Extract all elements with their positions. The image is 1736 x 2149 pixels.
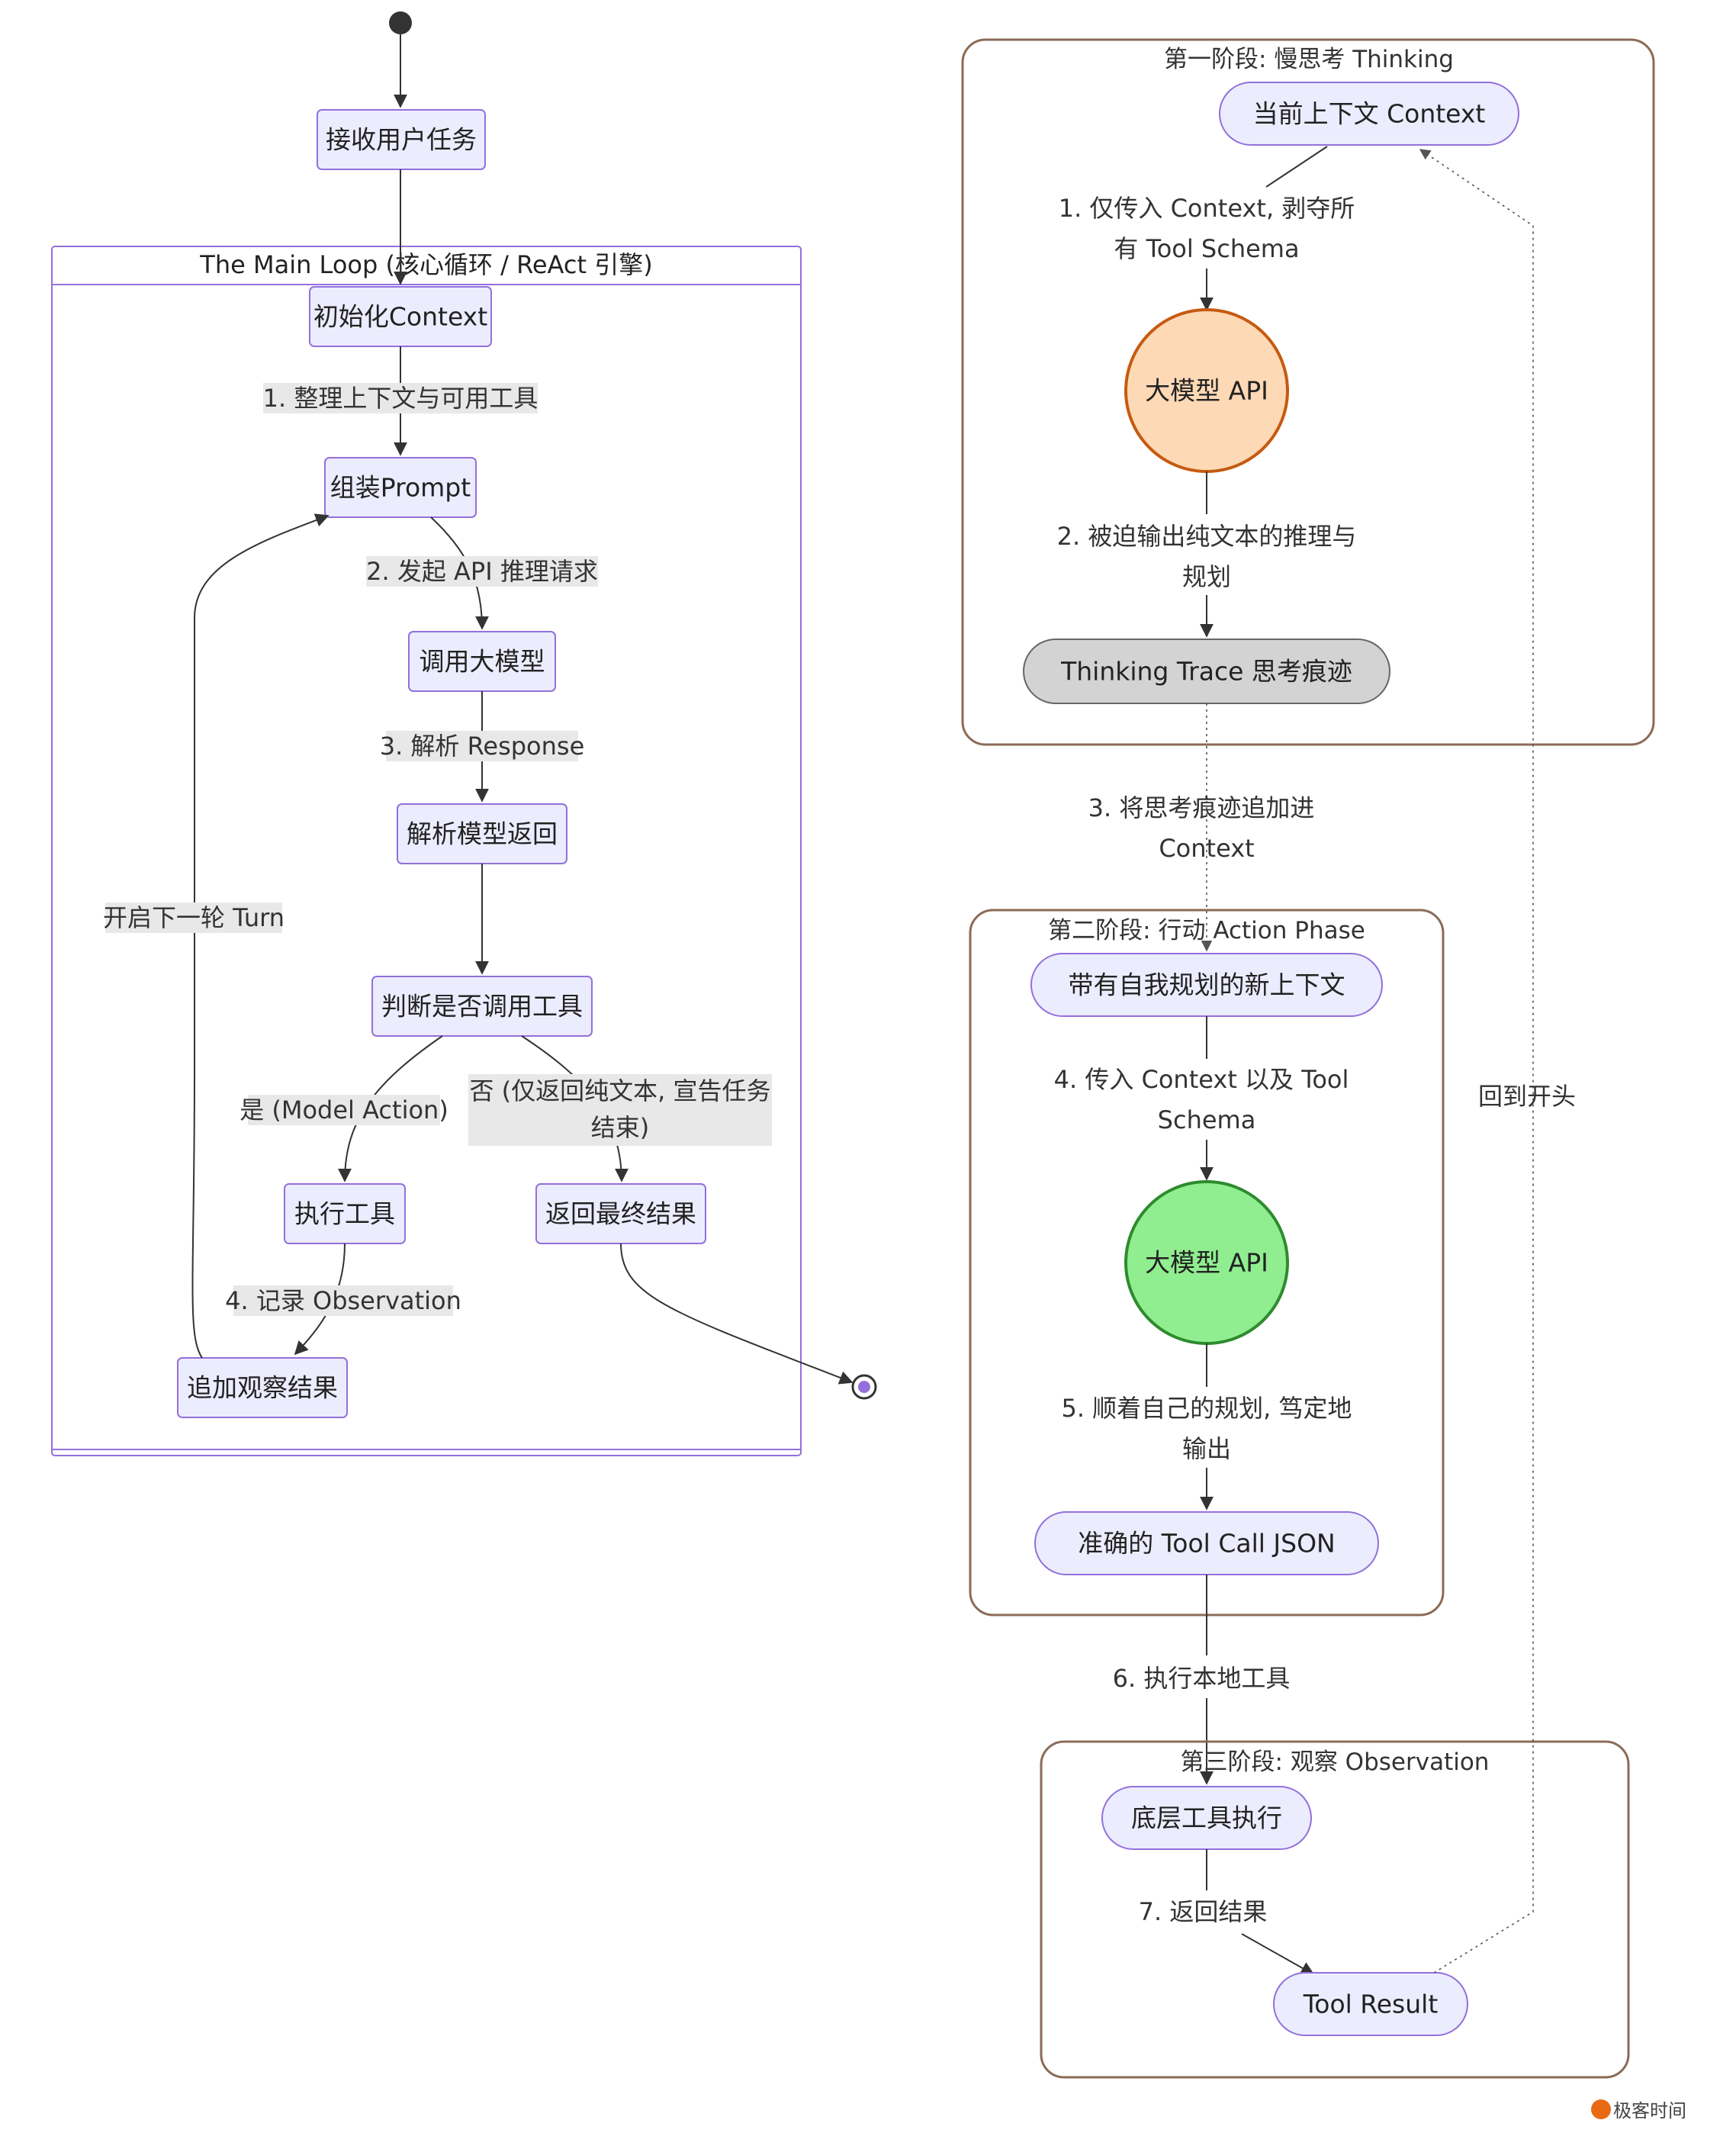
phase2-step5-line1: 5. 顺着自己的规划, 笃定地 xyxy=(1061,1394,1352,1423)
edge-back-to-start xyxy=(1419,149,1534,1974)
phase3-cluster: 第三阶段: 观察 Observation xyxy=(1040,1740,1630,2079)
edge-label-2-text: 2. 发起 API 推理请求 xyxy=(366,557,598,586)
phase2-context-node: 带有自我规划的新上下文 xyxy=(1030,953,1383,1017)
start-node xyxy=(389,11,412,34)
node-append-observation: 追加观察结果 xyxy=(177,1357,348,1418)
phase1-api-label: 大模型 API xyxy=(1145,376,1268,406)
node-decide-tool: 判断是否调用工具 xyxy=(371,976,593,1037)
edge-label-yes: 是 (Model Action) xyxy=(240,1095,448,1125)
edge-label-3-text: 3. 解析 Response xyxy=(380,732,585,761)
edge-label-loop: 开启下一轮 Turn xyxy=(103,902,285,933)
phase2-tool-call-node: 准确的 Tool Call JSON xyxy=(1034,1511,1379,1575)
phase3-result-node: Tool Result xyxy=(1273,1972,1468,2036)
phase2-step4-line2: Schema xyxy=(1158,1105,1256,1134)
watermark: 极客时间 xyxy=(1591,2099,1686,2122)
phase1-api-node: 大模型 API xyxy=(1124,308,1289,473)
node-call-model: 调用大模型 xyxy=(408,631,556,692)
node-call-model-label: 调用大模型 xyxy=(420,647,545,677)
phase2-api-node: 大模型 API xyxy=(1124,1180,1289,1345)
phase1-step1-line1: 1. 仅传入 Context, 剥夺所 xyxy=(1059,194,1355,223)
phase2-title: 第二阶段: 行动 Action Phase xyxy=(1048,917,1365,944)
edge-label-no-line2: 结束) xyxy=(591,1113,650,1142)
phase2-step5-line2: 输出 xyxy=(1182,1434,1231,1463)
main-loop-title: The Main Loop (核心循环 / ReAct 引擎) xyxy=(199,250,652,279)
phase2-cluster: 第二阶段: 行动 Action Phase xyxy=(969,909,1445,1617)
transition-step3-line2: Context xyxy=(1159,834,1254,863)
edge-p1-context-api-a xyxy=(1265,146,1328,188)
edge-label-4: 4. 记录 Observation xyxy=(225,1285,461,1316)
phase1-step2-line1: 2. 被迫输出纯文本的推理与 xyxy=(1057,522,1357,551)
node-assemble-prompt: 组装Prompt xyxy=(324,457,477,518)
node-append-observation-label: 追加观察结果 xyxy=(187,1373,338,1403)
phase3-exec-node: 底层工具执行 xyxy=(1101,1786,1312,1850)
edge-p3-exec-result-b xyxy=(1241,1933,1315,1975)
edge-label-1-text: 1. 整理上下文与可用工具 xyxy=(263,384,538,413)
node-final-result-label: 返回最终结果 xyxy=(545,1199,696,1229)
phase1-context-label: 当前上下文 Context xyxy=(1253,99,1486,129)
edge-loop-back xyxy=(191,513,330,1359)
phase1-step1-line2: 有 Tool Schema xyxy=(1114,234,1299,263)
phase1-context-node: 当前上下文 Context xyxy=(1219,82,1519,146)
phase3-title: 第三阶段: 观察 Observation xyxy=(1181,1748,1490,1776)
phase2-api-label: 大模型 API xyxy=(1145,1248,1268,1278)
node-receive-task: 接收用户任务 xyxy=(317,109,486,170)
transition-back-label: 回到开头 xyxy=(1478,1082,1576,1111)
transition-step6: 6. 执行本地工具 xyxy=(1113,1664,1291,1693)
node-assemble-prompt-label: 组装Prompt xyxy=(330,473,471,503)
phase3-result-label: Tool Result xyxy=(1303,1990,1439,2019)
node-receive-task-label: 接收用户任务 xyxy=(326,125,477,155)
node-init-context-label: 初始化Context xyxy=(313,302,487,332)
edge-label-1: 1. 整理上下文与可用工具 xyxy=(263,383,538,413)
phase2-context-label: 带有自我规划的新上下文 xyxy=(1069,970,1345,1000)
node-execute-tool-label: 执行工具 xyxy=(294,1199,395,1229)
node-decide-tool-label: 判断是否调用工具 xyxy=(381,992,583,1021)
edge-label-loop-text: 开启下一轮 Turn xyxy=(103,903,285,932)
node-parse-response-label: 解析模型返回 xyxy=(407,819,558,849)
edge-label-4-text: 4. 记录 Observation xyxy=(225,1286,461,1315)
edge-label-2: 2. 发起 API 推理请求 xyxy=(366,556,598,587)
phase1-title: 第一阶段: 慢思考 Thinking xyxy=(1164,46,1454,73)
watermark-text: 极客时间 xyxy=(1613,2100,1686,2122)
watermark-logo-icon xyxy=(1591,2099,1611,2119)
phase3-exec-label: 底层工具执行 xyxy=(1131,1803,1282,1833)
phase2-step4-line1: 4. 传入 Context 以及 Tool xyxy=(1054,1065,1349,1094)
phase2-tool-call-label: 准确的 Tool Call JSON xyxy=(1078,1529,1336,1559)
phase1-step2-line2: 规划 xyxy=(1182,562,1231,591)
phase1-trace-label: Thinking Trace 思考痕迹 xyxy=(1060,657,1352,687)
phase1-trace-node: Thinking Trace 思考痕迹 xyxy=(1023,639,1390,704)
transition-step3-line1: 3. 将思考痕迹追加进 xyxy=(1088,793,1315,822)
node-execute-tool: 执行工具 xyxy=(284,1183,406,1244)
edge-label-no-line1: 否 (仅返回纯文本, 宣告任务 xyxy=(469,1076,770,1105)
node-final-result: 返回最终结果 xyxy=(535,1183,706,1244)
edge-label-no: 否 (仅返回纯文本, 宣告任务 结束) xyxy=(468,1074,772,1146)
end-node xyxy=(851,1374,877,1400)
phase1-cluster: 第一阶段: 慢思考 Thinking xyxy=(961,38,1655,746)
edge-label-yes-text: 是 (Model Action) xyxy=(240,1095,448,1124)
phase3-step7: 7. 返回结果 xyxy=(1139,1897,1268,1926)
node-init-context: 初始化Context xyxy=(309,286,492,347)
edge-label-3: 3. 解析 Response xyxy=(380,731,585,761)
edge-final-end xyxy=(620,1243,854,1385)
node-parse-response: 解析模型返回 xyxy=(397,803,567,864)
